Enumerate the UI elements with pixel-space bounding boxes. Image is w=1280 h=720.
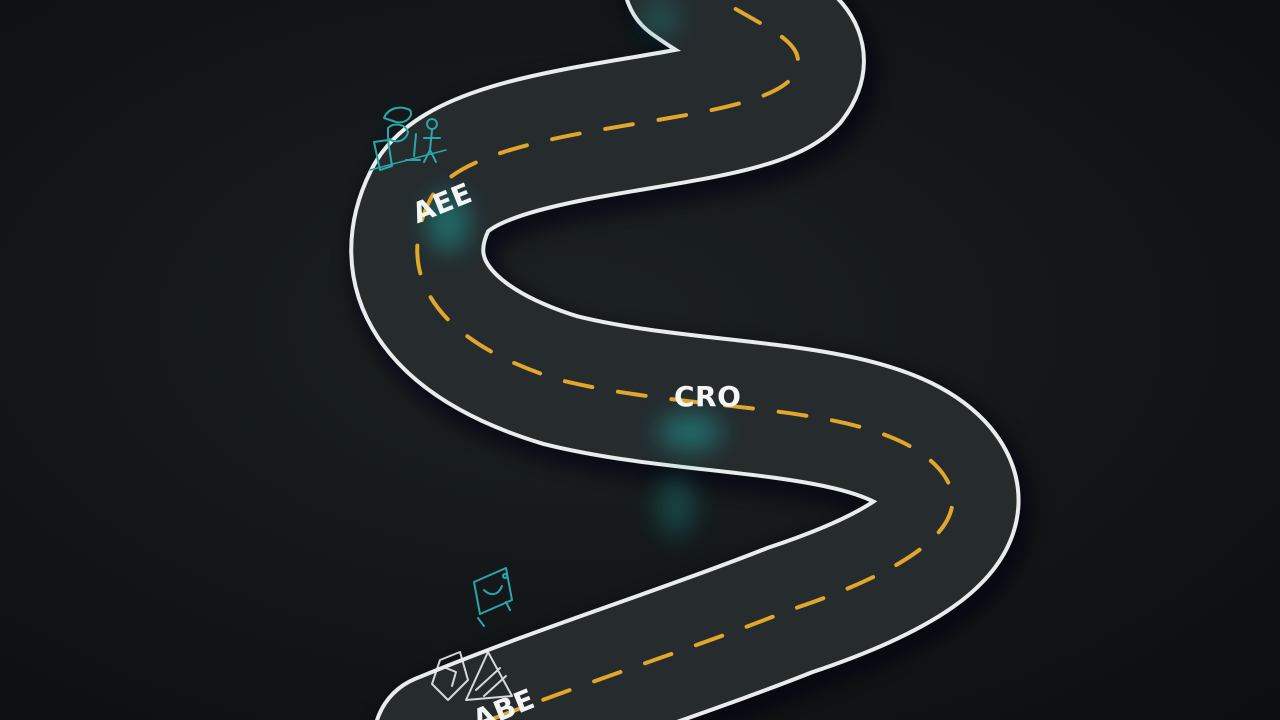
teal-glow	[640, 0, 680, 38]
teal-glow	[656, 476, 696, 536]
center-line	[415, 0, 955, 720]
road-label-middle: CRO	[674, 380, 741, 413]
teal-glow	[658, 412, 722, 452]
signpost-doodle-icon	[431, 651, 469, 701]
notebook-doodle-icon	[473, 567, 513, 627]
warning-triangle-doodle-icon	[465, 651, 513, 701]
teal-glow	[426, 192, 470, 252]
people-doodle-icon	[369, 106, 447, 171]
